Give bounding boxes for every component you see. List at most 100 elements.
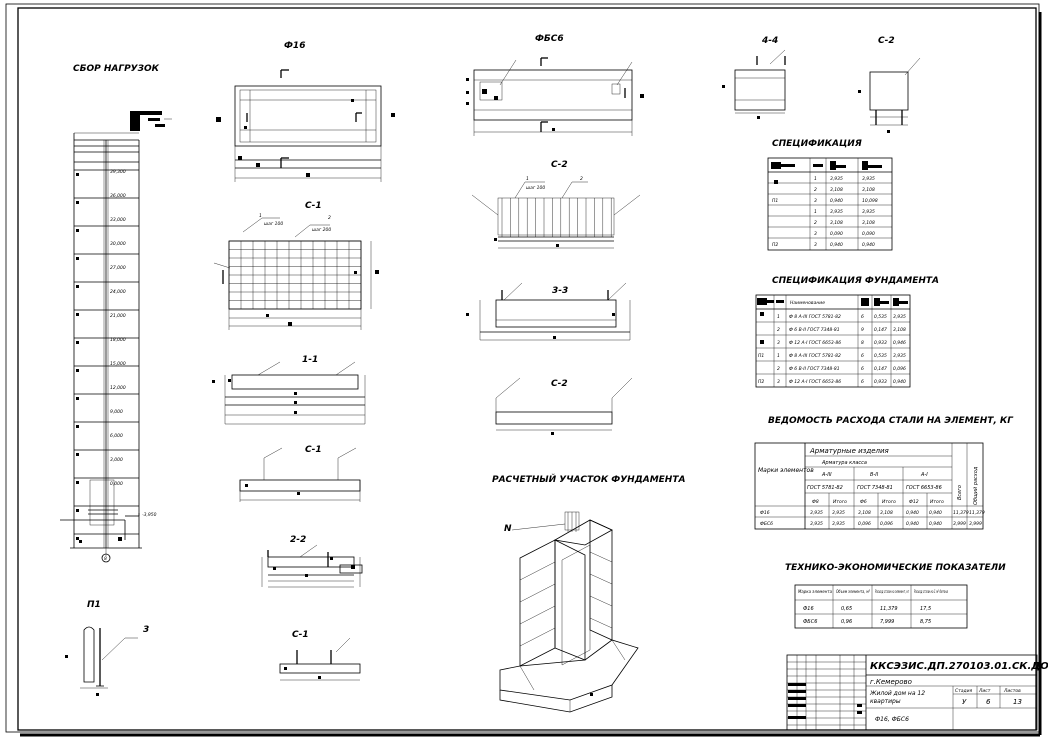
spec-cell: 0,940 [830, 242, 843, 248]
steel-cell: 0,940 [906, 510, 919, 516]
inner-frame [17, 7, 1037, 731]
c2-top [858, 57, 921, 133]
spec-found-cell: 0,933 [874, 340, 887, 346]
steel-total: Всего [957, 485, 963, 500]
tech-cell: 17,5 [920, 606, 931, 612]
title-grid-mark [857, 711, 862, 714]
steel-subheader: Ф12 [909, 499, 919, 505]
spec-found-cell: 3,108 [893, 327, 906, 333]
tech-header: Расход стали на 1 м³ бетона [914, 589, 948, 595]
steel-subheader: Итого [930, 499, 944, 505]
spec-found-cell: 6 [861, 353, 864, 359]
steel-cell: 0,096 [858, 521, 871, 527]
spec-found-cell: 0,147 [874, 327, 887, 333]
c1-low [279, 637, 361, 681]
title-grid-mark [857, 704, 862, 707]
spec-cell: 0,940 [830, 198, 843, 204]
spec-cell: П2 [772, 242, 778, 248]
floor-mark [76, 285, 79, 288]
title-grid-sign [788, 683, 806, 686]
p1-callout: 3 [143, 625, 149, 635]
steel-subheader: Итого [882, 499, 896, 505]
spec-found-cell: 8 [861, 340, 864, 346]
tech-cell: 11,379 [880, 606, 898, 612]
label-section-1-1: 1-1 [302, 355, 318, 365]
steel-g1: ГОСТ 5781-82 [807, 485, 843, 491]
steel-cell: 3,999 [953, 521, 966, 527]
label-section-2-2: 2-2 [290, 535, 306, 545]
foundation-isometric: N [499, 511, 639, 713]
spec-cell: 0,090 [862, 231, 875, 237]
spec-cell: 0,090 [830, 231, 843, 237]
spec-found-cell: 6 [861, 314, 864, 320]
title-code: ККСЭЗИС.ДП.270103.01.СК.ДО.КЖ.08 [870, 661, 1048, 672]
tech-cell: 7,999 [880, 619, 894, 625]
floor-mark [76, 257, 79, 260]
c1-step-1: шаг 100 [264, 221, 283, 227]
steel-armature: Арматурные изделия [809, 447, 889, 455]
section-4-4 [722, 49, 786, 119]
title-desc1: Жилой дом на 12 [869, 690, 925, 697]
label-c1-mid: С-1 [305, 445, 322, 455]
spec-found-cell: 0,940 [893, 379, 906, 385]
spec-found-cell: 0,535 [874, 353, 887, 359]
floor-mark [76, 481, 79, 484]
title-grid-sign [788, 690, 806, 693]
spec-found-cell: 3,935 [893, 314, 906, 320]
label-p1: П1 [87, 600, 101, 610]
steel-b2: В-II [870, 472, 879, 478]
label-tech: ТЕХНИКО-ЭКОНОМИЧЕСКИЕ ПОКАЗАТЕЛИ [785, 563, 1006, 573]
f16-plan [216, 69, 395, 182]
spec-cell: 3,108 [830, 220, 843, 226]
elevation-label: 0,000 [110, 481, 123, 487]
floor-mark [76, 397, 79, 400]
tech-cell: Ф16 [803, 606, 814, 612]
steel-cell: 3,935 [810, 510, 823, 516]
spec-found-cell: 2 [777, 366, 780, 372]
spec-found-cell: 6 [861, 366, 864, 372]
title-block: ККСЭЗИС.ДП.270103.01.СК.ДО.КЖ.08 г.Кемер… [786, 654, 1048, 731]
steel-cell: Ф16 [760, 510, 770, 516]
c1-mid [239, 447, 361, 502]
steel-subheader: Ф6 [860, 499, 867, 505]
floor-mark [76, 509, 79, 512]
steel-g3: ГОСТ 6653-86 [906, 485, 942, 491]
mark-bottom: -3,950 [142, 512, 157, 518]
p1-detail: 3 [65, 625, 149, 696]
axis-label: 8 [104, 556, 107, 562]
c2-step: шаг 100 [526, 185, 545, 191]
floor-mark [76, 369, 79, 372]
steel-cell: 11,379 [969, 510, 985, 516]
steel-cell: 3,935 [810, 521, 823, 527]
spec-cell: 3,935 [830, 209, 843, 215]
fbs6-plan [466, 57, 644, 136]
label-c2-top: С-2 [878, 36, 895, 46]
floor-mark [76, 537, 79, 540]
spec-cell: 3,108 [830, 187, 843, 193]
title-sheet-h: Лист [978, 688, 991, 694]
c1-callout-1: 1 [259, 213, 262, 219]
floor-mark [76, 453, 79, 456]
label-c2-low: С-2 [551, 379, 568, 389]
c2-low [495, 377, 633, 435]
tech-cell: 0,65 [841, 606, 852, 612]
tech-cell: 8,75 [920, 619, 931, 625]
spec-found-cell: 2 [777, 327, 780, 333]
spec-cell: 3 [814, 198, 817, 204]
spec-cell: 0,940 [862, 242, 875, 248]
elevation-label: 9,000 [110, 409, 123, 415]
spec-found-cell: Ф 12 А-I ГОСТ 6653-86 [789, 379, 841, 385]
section-3-3 [466, 282, 631, 341]
label-c1-top: С-1 [305, 201, 322, 211]
steel-a3: А-III [821, 472, 832, 478]
spec-found-cell: 0,147 [874, 366, 887, 372]
elevation-label: 24,000 [110, 289, 126, 295]
steel-a1: А-I [920, 472, 928, 478]
elevation-label: 18,000 [110, 337, 126, 343]
c1-callout-2: 2 [328, 215, 331, 221]
steel-cell: 0,096 [880, 521, 893, 527]
